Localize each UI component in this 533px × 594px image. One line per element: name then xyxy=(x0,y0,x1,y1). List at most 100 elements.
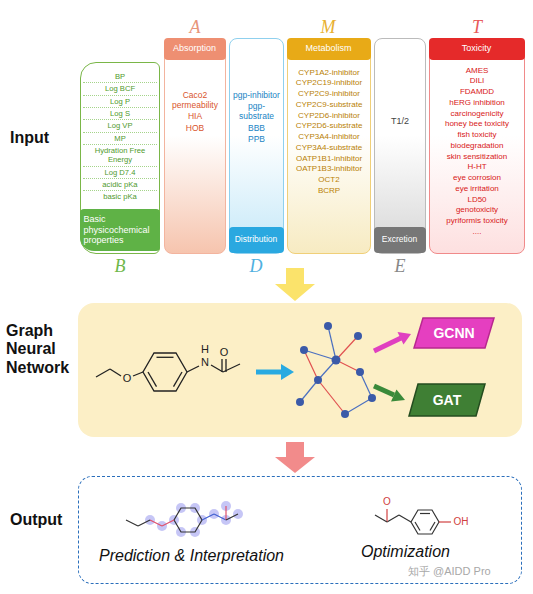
input-molecule xyxy=(174,372,183,387)
item-list: AMESDILIFDAMDDhERG inhibitioncarcinogeni… xyxy=(432,65,522,237)
toxicity-column: AMESDILIFDAMDDhERG inhibitioncarcinogeni… xyxy=(429,38,525,254)
category-header: Toxicity xyxy=(429,38,525,60)
optimized-molecule xyxy=(415,522,420,531)
item-list: CYP1A2-inhibitorCYP2C19-inhibitorCYP2C9-… xyxy=(290,67,368,196)
category-letter: T xyxy=(472,18,482,36)
input-molecule xyxy=(221,359,222,372)
interpreted-molecule xyxy=(225,506,226,520)
property-item: eye irritation xyxy=(432,183,522,194)
property-item: BP xyxy=(83,71,157,83)
optimized-molecule xyxy=(411,510,439,534)
model-arrows xyxy=(374,332,411,402)
input-molecule xyxy=(223,364,240,372)
molecular-graph xyxy=(296,322,376,418)
excretion-column: T1/2Excretion xyxy=(374,38,426,254)
molecular-graph xyxy=(328,326,336,360)
molecular-graph xyxy=(360,372,372,398)
item-list: T1/2 xyxy=(377,115,423,127)
property-item: H-HT xyxy=(432,162,522,173)
property-item: LD50 xyxy=(432,194,522,205)
property-item: hERG inhibition xyxy=(432,97,522,108)
property-item: Caco2 permeability xyxy=(167,89,223,111)
category-header: Metabolism xyxy=(287,38,371,60)
watermark: 知乎 @AIDD Pro xyxy=(408,566,491,577)
blue-arrow xyxy=(281,364,294,380)
property-item: Log P xyxy=(83,96,157,108)
property-item: BBB xyxy=(232,122,281,133)
property-item: pyriformis toxicity xyxy=(432,216,522,227)
molecular-graph xyxy=(318,380,345,414)
model-arrows xyxy=(374,338,401,351)
category-letter: D xyxy=(250,257,263,275)
interpreted-molecule xyxy=(226,514,238,520)
molecular-graph xyxy=(296,322,376,418)
metabolism-column: CYP1A2-inhibitorCYP2C19-inhibitorCYP2C9-… xyxy=(287,38,371,254)
property-item: AMES xyxy=(432,65,522,76)
input-molecule xyxy=(133,372,143,376)
property-item: biodegradation xyxy=(432,140,522,151)
category-header: Basic physicochemical properties xyxy=(80,209,160,251)
output-caption: Prediction & Interpretation xyxy=(99,547,284,565)
interpreted-molecule xyxy=(126,501,243,537)
input-arrow xyxy=(275,268,315,301)
property-item: BCRP xyxy=(290,185,368,196)
property-item: skin sensitization xyxy=(432,151,522,162)
row-label: Output xyxy=(10,512,62,528)
atom-label: O xyxy=(383,497,391,507)
blue-arrow xyxy=(256,370,282,375)
molecular-graph xyxy=(296,398,304,406)
property-item: CYP3A4-substrate xyxy=(290,142,368,153)
property-item: FDAMDD xyxy=(432,87,522,98)
property-item: .... xyxy=(432,226,522,237)
input-molecule xyxy=(211,365,223,372)
atom-label: N xyxy=(201,357,209,368)
optimized-molecule xyxy=(439,521,451,522)
item-list: BPLog BCFLog PLog SLog VPMPHydration Fre… xyxy=(83,71,157,203)
property-item: Hydration Free Energy xyxy=(83,145,157,167)
optimized-molecule xyxy=(386,509,387,522)
optimized-molecule xyxy=(430,522,435,531)
molecular-graph xyxy=(304,350,336,360)
property-item: HIA xyxy=(167,111,223,122)
parallelogram-shape xyxy=(409,384,485,416)
model-arrows xyxy=(398,332,412,345)
property-item: PPB xyxy=(232,133,281,144)
input-molecule xyxy=(148,372,157,387)
molecular-graph xyxy=(341,410,349,418)
interpreted-molecule xyxy=(138,520,150,526)
interpreted-molecule xyxy=(126,506,238,532)
optimized-molecule xyxy=(375,509,451,534)
property-item: OATP1B3-inhibitor xyxy=(290,164,368,175)
property-item: honey bee toxicity xyxy=(432,119,522,130)
molecular-graph xyxy=(324,322,332,330)
property-item: OATP1B1-inhibitor xyxy=(290,153,368,164)
property-item: CYP2D6-inhibitor xyxy=(290,110,368,121)
item-list: pgp-inhibitorpgp-substrateBBBPPB xyxy=(232,89,281,145)
interpreted-molecule xyxy=(150,520,162,526)
molecular-graph xyxy=(368,394,376,402)
property-item: CYP2C9-substrate xyxy=(290,99,368,110)
interpreted-molecule xyxy=(202,514,214,520)
molecular-graph xyxy=(314,376,322,384)
atom-label: H xyxy=(201,344,209,355)
property-item: pgp-substrate xyxy=(232,100,281,122)
property-item: CYP2C19-inhibitor xyxy=(290,78,368,89)
model-name: GAT xyxy=(433,392,462,408)
property-item: acidic pKa xyxy=(83,179,157,191)
property-item: DILI xyxy=(432,76,522,87)
header-text: Basic physicochemical properties xyxy=(84,214,156,245)
item-list: Caco2 permeabilityHIAHOB xyxy=(167,89,223,133)
molecular-graph xyxy=(332,356,341,365)
property-item: CYP2D6-substrate xyxy=(290,121,368,132)
model-arrows xyxy=(391,390,405,402)
category-letter: M xyxy=(321,18,336,36)
molecular-graph xyxy=(356,368,364,376)
interpreted-molecule xyxy=(174,508,202,532)
absorption-column: Caco2 permeabilityHIAHOBAbsorption xyxy=(164,38,226,254)
property-item: HOB xyxy=(167,122,223,133)
input-arrow xyxy=(275,268,315,301)
header-text: Excretion xyxy=(382,235,417,245)
molecular-graph xyxy=(336,336,358,360)
property-item: basic pKa xyxy=(83,191,157,202)
property-column: BPLog BCFLog PLog SLog VPMPHydration Fre… xyxy=(80,62,160,254)
